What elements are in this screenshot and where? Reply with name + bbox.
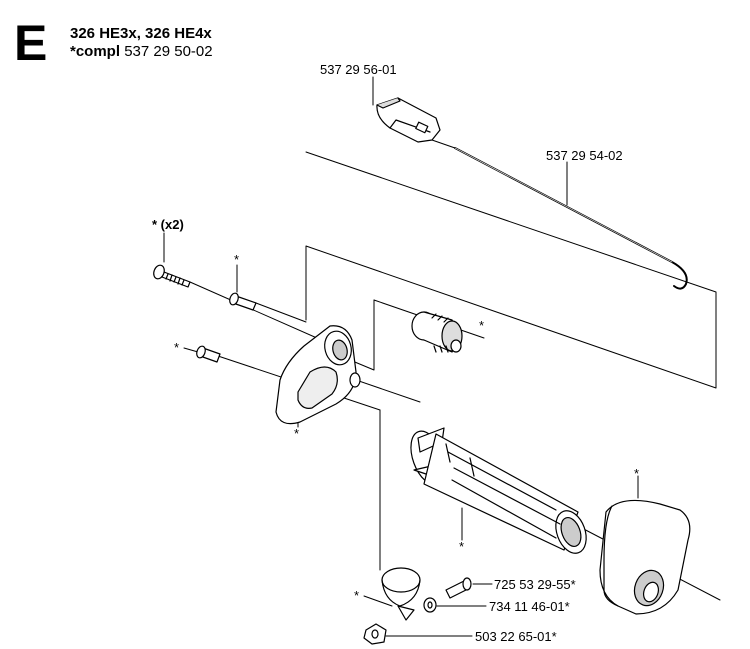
washer-label: 734 11 46-01* xyxy=(489,599,570,614)
screw2-star: * xyxy=(234,252,239,267)
washer-part xyxy=(423,597,437,613)
clamp-leader xyxy=(363,595,393,607)
compl-prefix: *compl xyxy=(70,43,121,60)
screw-x2-label: * (x2) xyxy=(152,217,184,232)
screw-part-3 xyxy=(196,345,221,363)
clamp-star: * xyxy=(354,588,359,603)
pinion-star: * xyxy=(479,318,484,333)
grip-part xyxy=(410,427,587,554)
clamp-screw-part xyxy=(445,577,472,599)
nut-part xyxy=(363,623,387,645)
handle-star: * xyxy=(634,466,639,481)
trigger-wire-link xyxy=(431,139,456,149)
handle-end-part xyxy=(599,499,691,615)
clamp-part xyxy=(381,567,421,621)
pinion-part xyxy=(411,311,463,353)
throttle-wire-part xyxy=(454,147,688,290)
frame-line xyxy=(305,151,717,389)
compl-part-number: 537 29 50-02 xyxy=(124,43,213,60)
screw-axis-line xyxy=(189,281,327,343)
trigger-part-label: 537 29 56-01 xyxy=(320,62,397,77)
wire-part-label: 537 29 54-02 xyxy=(546,148,623,163)
grip-star: * xyxy=(459,539,464,554)
pinion-bracket-line xyxy=(349,299,375,371)
screw-part-1 xyxy=(153,264,191,288)
nut-label: 503 22 65-01* xyxy=(475,629,557,644)
screw3-leader xyxy=(183,347,199,353)
complete-part-line: *compl 537 29 50-02 xyxy=(70,44,213,59)
handle-housing-part xyxy=(275,325,361,425)
throttle-trigger-part xyxy=(376,97,441,143)
section-letter: E xyxy=(14,15,48,71)
grip-axis-line xyxy=(355,379,421,403)
clamp-screw-label: 725 53 29-55* xyxy=(494,577,576,592)
model-title: 326 HE3x, 326 HE4x xyxy=(70,25,212,42)
screw3-star: * xyxy=(174,340,179,355)
housing-star: * xyxy=(294,426,299,441)
screw-part-2 xyxy=(229,292,257,311)
screw2-axis-line xyxy=(255,302,307,323)
